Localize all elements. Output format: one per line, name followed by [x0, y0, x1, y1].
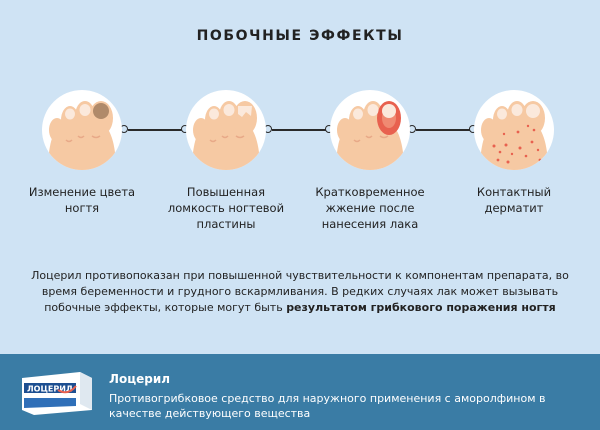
connector-line-3 [416, 129, 474, 131]
toe-burning-icon [330, 90, 410, 170]
product-footer: ЛОЦЕРИЛ Лоцерил Противогрибковое средств… [0, 354, 600, 430]
connector-line-2 [272, 129, 330, 131]
product-description: Противогрибковое средство для наружного … [109, 392, 546, 420]
effect-caption-brittleness: Повышенная ломкость ногтевой пластины [167, 185, 285, 231]
paragraph-bold-text: результатом грибкового поражения ногтя [286, 301, 556, 314]
contraindications-paragraph: Лоцерил противопоказан при повышенной чу… [20, 268, 580, 316]
toe-dermatitis-icon [474, 90, 554, 170]
package-label: ЛОЦЕРИЛ [27, 385, 73, 394]
toe-nail-brittleness-icon [186, 90, 266, 170]
connector-line-1 [128, 129, 186, 131]
paragraph-text: Лоцерил противопоказан при повышенной чу… [31, 269, 569, 314]
product-name: Лоцерил [109, 372, 171, 386]
effect-caption-burning: Кратковременное жжение после нанесения л… [315, 185, 425, 231]
effect-caption-discoloration: Изменение цвета ногтя [28, 185, 136, 215]
effect-caption-dermatitis: Контактный дерматит [476, 185, 552, 215]
toe-nail-discoloration-icon [42, 90, 122, 170]
page-title: ПОБОЧНЫЕ ЭФФЕКТЫ [196, 28, 404, 44]
product-package-image: ЛОЦЕРИЛ [18, 368, 94, 416]
